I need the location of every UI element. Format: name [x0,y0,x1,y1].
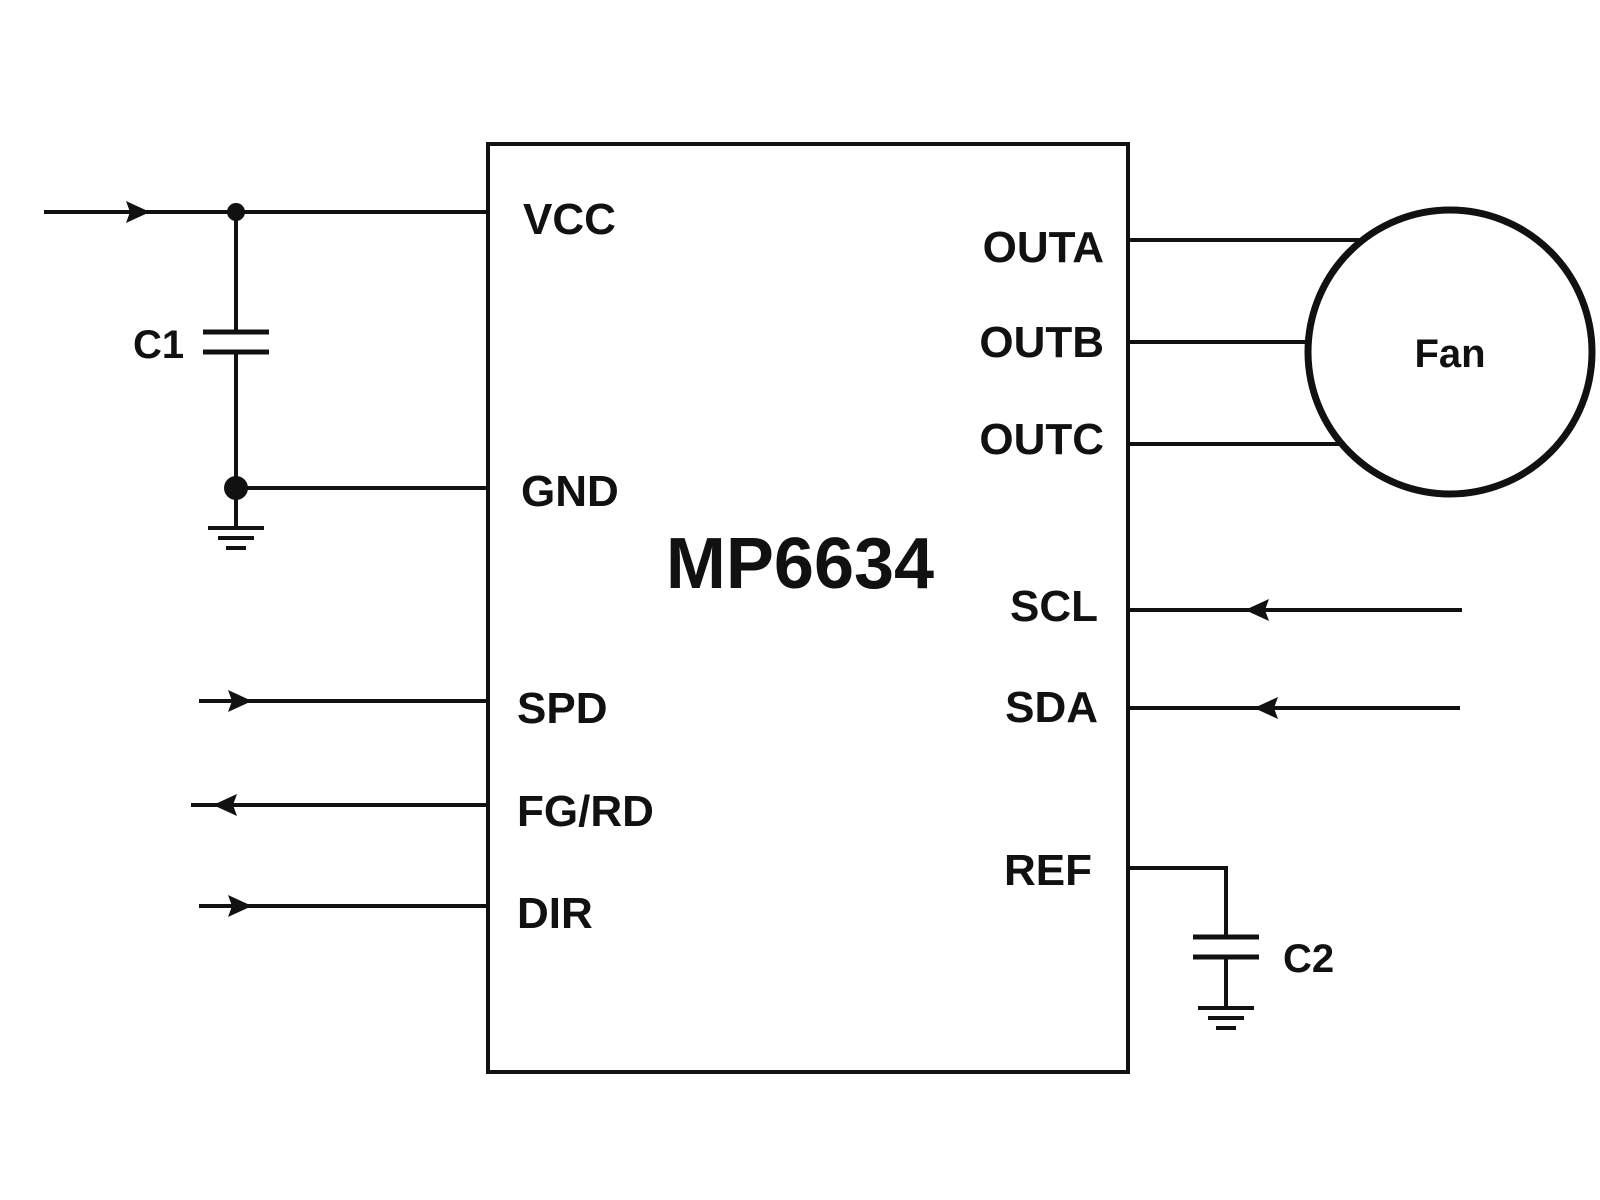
c2-label: C2 [1283,937,1334,981]
chip-part-number: MP6634 [666,524,934,604]
pin-label-sda: SDA [1005,683,1098,732]
pin-label-spd: SPD [517,684,607,733]
c2-capacitor: C2 [1193,934,1334,1010]
pin-label-vcc: VCC [523,195,616,244]
fg-rd-net [191,794,490,816]
scl-input-arrow [1245,599,1269,621]
sda-net [1126,697,1460,719]
c1-label: C1 [133,323,184,367]
pin-label-scl: SCL [1010,582,1098,631]
vcc-net [44,201,490,334]
pin-label-fg-rd: FG/RD [517,787,654,836]
spd-net [199,690,490,712]
pin-label-outb: OUTB [979,318,1104,367]
fan-label: Fan [1414,332,1485,376]
pin-label-dir: DIR [517,889,593,938]
ground-symbol-left [208,526,264,550]
vcc-input-arrow [126,201,150,223]
c1-capacitor: C1 [133,323,269,490]
scl-net [1126,599,1462,621]
ref-net [1126,866,1228,939]
ground-symbol-right [1198,1006,1254,1030]
pin-label-outa: OUTA [983,223,1104,272]
spd-input-arrow [228,690,252,712]
sda-input-arrow [1254,697,1278,719]
pin-label-outc: OUTC [979,415,1104,464]
fg-rd-output-arrow [213,794,237,816]
pin-label-gnd: GND [521,467,619,516]
dir-input-arrow [228,895,252,917]
gnd-net [224,476,490,530]
pin-label-ref: REF [1004,846,1092,895]
fan-motor [1304,206,1596,498]
dir-net [199,895,490,917]
